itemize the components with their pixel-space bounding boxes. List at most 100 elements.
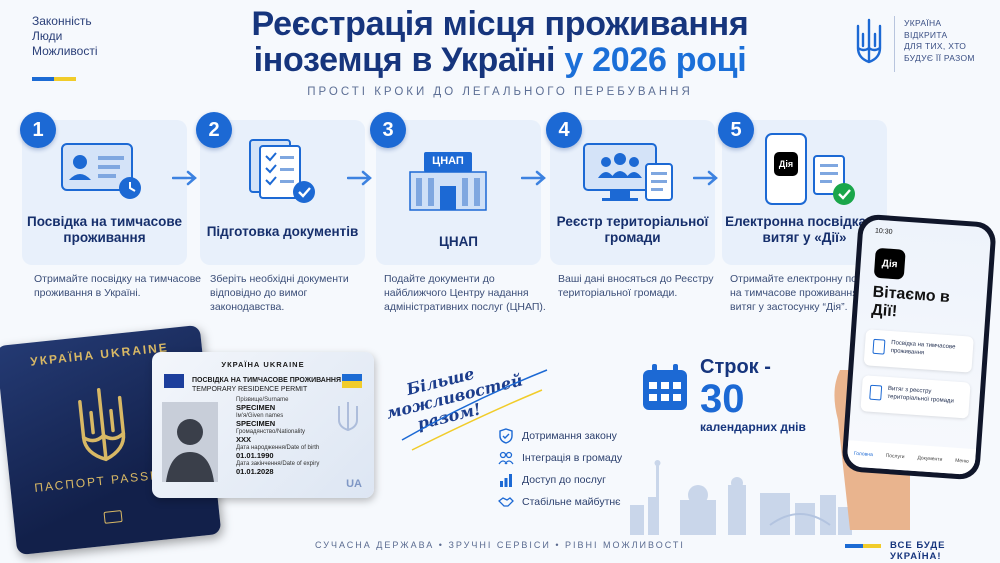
- motto-line: БУДУЄ ЇЇ РАЗОМ: [904, 52, 975, 63]
- registry-extract-button[interactable]: Витяг з реєстру територіальної громади: [860, 375, 971, 419]
- step-number-4: 4: [546, 112, 582, 148]
- diia-app-logo: Дія: [873, 247, 906, 280]
- footer-motto: ВСЕ БУДЕ УКРАЇНА!: [890, 540, 946, 562]
- feature-item: Доступ до послуг: [498, 472, 606, 488]
- nav-services[interactable]: Послуги: [885, 452, 905, 461]
- step-number-2: 2: [196, 112, 232, 148]
- arrow-right-icon: [693, 170, 718, 186]
- card-title-en: TEMPORARY RESIDENCE PERMIT: [192, 386, 308, 393]
- step-number-5: 5: [718, 112, 754, 148]
- step-number-3: 3: [370, 112, 406, 148]
- field-value: XXX: [236, 435, 252, 444]
- page-subtitle: ПРОСТІ КРОКИ ДО ЛЕГАЛЬНОГО ПЕРЕБУВАННЯ: [307, 86, 693, 98]
- slogan-line: Можливості: [32, 44, 98, 58]
- step-title-2: Підготовка документів: [206, 224, 359, 239]
- ua-flag-icon: [342, 374, 362, 388]
- card-title-ua: ПОСВІДКА НА ТИМЧАСОВЕ ПРОЖИВАННЯ: [192, 377, 341, 384]
- field-label: Громадянство/Nationality: [236, 429, 305, 435]
- step-number-1: 1: [20, 112, 56, 148]
- field-value: SPECIMEN: [236, 419, 276, 428]
- divider: [894, 16, 895, 72]
- page-title: Реєстрація місця проживання іноземця в У…: [200, 6, 800, 78]
- building-icon: [409, 152, 487, 211]
- phone-bottom-nav: Головна Послуги Документи Меню: [846, 440, 977, 476]
- title-line-1: Реєстрація місця проживання: [251, 5, 749, 43]
- step-title-4: Реєстр територіальної громади: [556, 214, 709, 245]
- status-time: 10:30: [874, 227, 893, 236]
- trident-icon: [338, 402, 358, 432]
- term-number: 30: [700, 377, 745, 421]
- photo-placeholder: [162, 402, 218, 482]
- phone-screen: 10:30 Дія Вітаємо в Дії! Посвідка на тим…: [846, 218, 992, 476]
- field-label: Дата закінчення/Date of expiry: [236, 461, 320, 467]
- residence-permit-card: УКРАЇНА UKRAINE ПОСВІДКА НА ТИМЧАСОВЕ ПР…: [152, 352, 374, 498]
- feature-label: Стабільне майбутнє: [522, 496, 621, 508]
- title-line-2: іноземця в Україні у 2026 році: [200, 42, 800, 78]
- permit-card-label: Посвідка на тимчасове проживання: [890, 340, 956, 357]
- country-code: UA: [346, 478, 362, 490]
- documents-icon: [249, 139, 315, 203]
- field-label: Дата народження/Date of birth: [236, 445, 320, 451]
- field-value: 01.01.2028: [236, 467, 274, 476]
- eu-flag-icon: [164, 374, 184, 388]
- step-title-1: Посвідка на тимчасове проживання: [27, 214, 182, 245]
- top-right-motto: УКРАЇНА ВІДКРИТА ДЛЯ ТИХ, ХТО БУДУЄ ЇЇ Р…: [904, 18, 975, 64]
- trident-icon: [78, 387, 126, 462]
- card-fields: Прізвище/Surname SPECIMEN Ім'я/Given nam…: [236, 396, 319, 476]
- flag-stripe: [845, 544, 881, 548]
- permit-card-button[interactable]: Посвідка на тимчасове проживання: [863, 329, 974, 373]
- motto-line: ДЛЯ ТИХ, ХТО: [904, 41, 967, 51]
- id-card-icon: [61, 143, 141, 199]
- passport-image: УКРАЇНА UKRAINE ПАСПОРТ PASSPORT: [0, 324, 222, 556]
- step-desc-3: Подайте документи до найближчого Центру …: [384, 273, 546, 313]
- step-title-5: Електронна посвідка та витяг у «Дії»: [725, 214, 884, 245]
- document-icon: [872, 338, 886, 355]
- step-desc-5: Отримайте електронну посвідку на тимчасо…: [730, 273, 887, 313]
- arrow-right-icon: [521, 170, 546, 186]
- field-value: SPECIMEN: [236, 403, 276, 412]
- feature-item: Інтеграція в громаду: [498, 450, 622, 466]
- city-skyline-illustration: [630, 460, 852, 535]
- nav-home[interactable]: Головна: [853, 450, 873, 459]
- chip-icon: [103, 510, 123, 524]
- person-silhouette-icon: [166, 419, 214, 482]
- term-label: Строк -: [700, 356, 771, 378]
- field-label: Прізвище/Surname: [236, 397, 289, 403]
- motto-line: УКРАЇНА: [904, 18, 942, 28]
- diia-logo-text: Дія: [778, 159, 794, 169]
- card-title: ПОСВІДКА НА ТИМЧАСОВЕ ПРОЖИВАННЯ TEMPORA…: [192, 376, 341, 394]
- step-title-3: ЦНАП: [439, 234, 478, 249]
- building-sign: ЦНАП: [432, 155, 464, 167]
- feature-item: Стабільне майбутнє: [498, 494, 621, 510]
- welcome-text: Вітаємо в Дії!: [870, 283, 951, 321]
- feature-label: Доступ до послуг: [522, 474, 606, 486]
- shield-check-icon: [499, 428, 513, 444]
- chart-icon: [500, 474, 512, 487]
- title-year: у 2026 році: [564, 41, 747, 79]
- field-label: Ім'я/Given names: [236, 413, 284, 419]
- footer-tagline: СУЧАСНА ДЕРЖАВА • ЗРУЧНІ СЕРВІСИ • РІВНІ…: [315, 540, 685, 550]
- slogan-line: Люди: [32, 29, 63, 43]
- nav-documents[interactable]: Документи: [917, 455, 943, 463]
- title-line-2-main: іноземця в Україні: [253, 41, 565, 79]
- diia-phone-icon: [765, 133, 855, 205]
- flag-stripe: [32, 68, 76, 81]
- card-country: УКРАЇНА UKRAINE: [221, 360, 305, 369]
- slogan-line: Законність: [32, 14, 92, 28]
- step-desc-4: Ваші дані вносяться до Реєстру територіа…: [558, 273, 714, 299]
- handshake-icon: [498, 497, 514, 507]
- feature-item: Дотримання закону: [498, 428, 617, 444]
- nav-menu[interactable]: Меню: [954, 457, 969, 465]
- registry-monitor-icon: [583, 143, 673, 201]
- term-unit: календарних днів: [700, 420, 806, 434]
- people-icon: [498, 451, 514, 465]
- motto-line: ВІДКРИТА: [904, 29, 948, 40]
- slogan-swoosh: [401, 369, 548, 451]
- feature-label: Дотримання закону: [522, 430, 617, 442]
- arrow-right-icon: [347, 170, 372, 186]
- feature-label: Інтеграція в громаду: [522, 452, 623, 464]
- registry-card-label: Витяг з реєстру територіальної громади: [887, 385, 955, 405]
- document-icon: [869, 384, 883, 401]
- step-desc-1: Отримайте посвідку на тимчасове проживан…: [34, 273, 202, 299]
- calendar-icon: [643, 364, 687, 410]
